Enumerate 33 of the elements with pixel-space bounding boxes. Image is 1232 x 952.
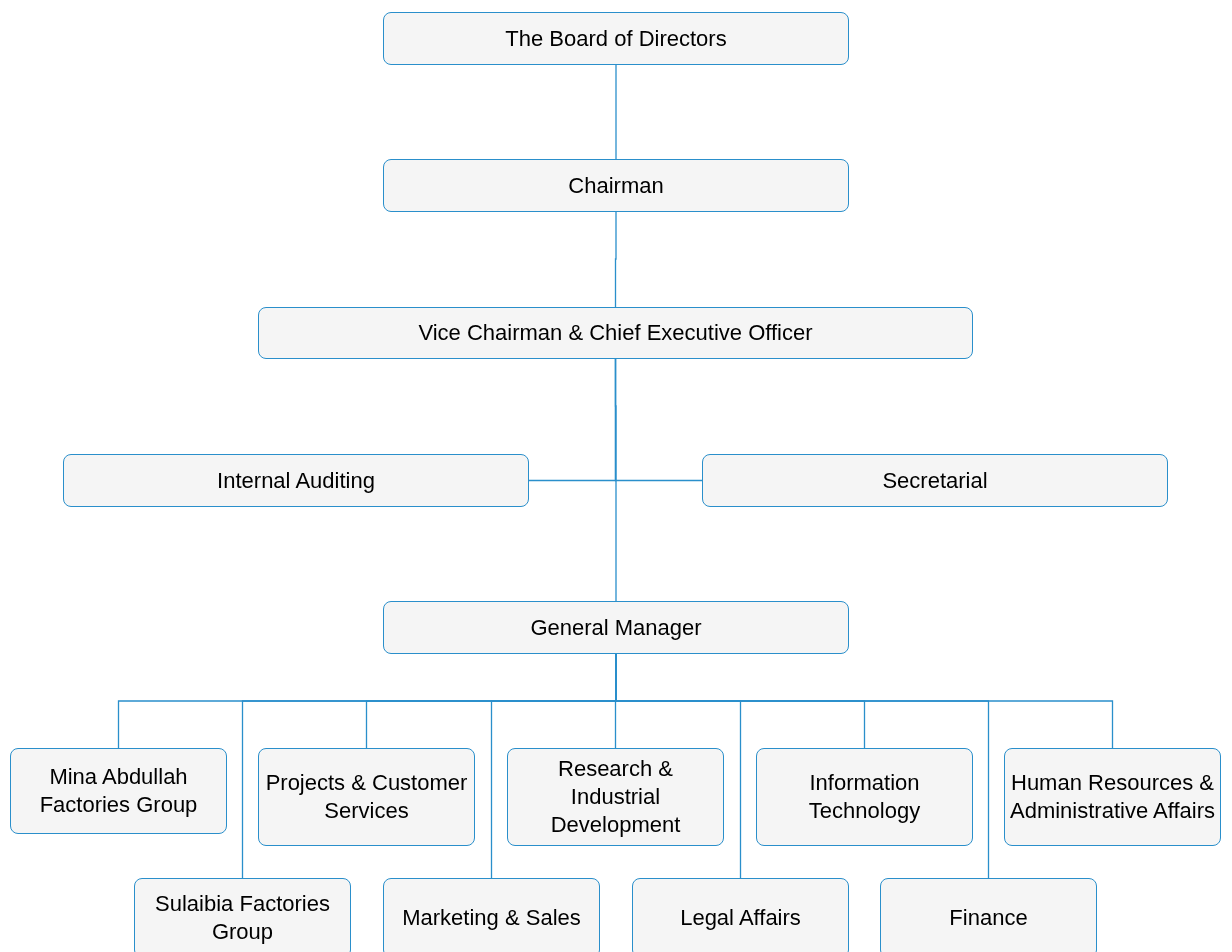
org-box	[134, 878, 351, 952]
org-box	[10, 748, 227, 834]
box-label: Human Resources & Administrative Affairs	[1009, 769, 1216, 825]
box-label: Research & Industrial Development	[549, 755, 682, 839]
box-label: The Board of Directors	[505, 24, 727, 53]
org-box	[702, 454, 1168, 507]
box-label: Finance	[949, 904, 1028, 932]
box-label: Marketing & Sales	[402, 904, 581, 932]
box-label: Vice Chairman & Chief Executive Officer	[418, 319, 813, 347]
box-label: Sulaibia Factories Group	[154, 890, 331, 946]
org-box	[632, 878, 849, 952]
box-label: Chairman	[568, 171, 664, 200]
connector-line	[614, 358, 617, 602]
box-label: Projects & Customer Services	[264, 769, 469, 825]
box-label: Secretarial	[882, 466, 988, 495]
box-label: General Manager	[530, 613, 702, 642]
connector-line	[615, 64, 617, 160]
org-box	[383, 878, 600, 952]
connector-line	[614, 211, 617, 308]
org-box	[756, 748, 973, 846]
box-label: Information Technology	[807, 769, 922, 825]
org-box	[383, 12, 849, 65]
org-box	[507, 748, 724, 846]
box-label: Mina Abdullah Factories Group	[38, 763, 199, 819]
org-box	[258, 748, 475, 846]
org-box	[383, 601, 849, 654]
org-box	[63, 454, 529, 507]
org-box	[880, 878, 1097, 952]
org-box	[258, 307, 973, 359]
org-box	[1004, 748, 1221, 846]
box-label: Internal Auditing	[217, 466, 375, 495]
org-box	[383, 159, 849, 212]
box-label: Legal Affairs	[680, 904, 801, 932]
